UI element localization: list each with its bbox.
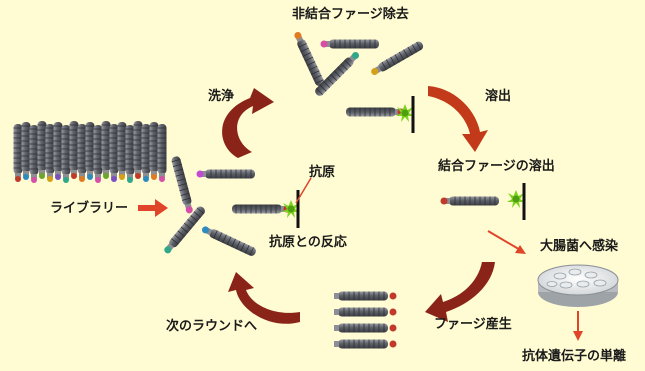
isolation-arrow bbox=[573, 311, 583, 341]
library-to-reaction-arrow bbox=[138, 199, 168, 217]
infect-ecoli-label: 大腸菌へ感染 bbox=[540, 239, 619, 254]
next-round-label: 次のラウンドへ bbox=[166, 319, 258, 334]
bound-phage-elution-label: 結合ファージの溶出 bbox=[438, 159, 555, 174]
wash-label: 洗浄 bbox=[208, 89, 235, 104]
petri-dish bbox=[537, 264, 619, 307]
remove-unbound-label: 非結合ファージ除去 bbox=[292, 7, 409, 22]
unbound-phage-group bbox=[293, 31, 426, 99]
library-label: ライブラリー bbox=[50, 201, 129, 216]
phage-library-stack bbox=[13, 120, 167, 183]
phage-reaction-group bbox=[164, 155, 291, 258]
eluted-phage bbox=[440, 183, 526, 220]
elution-arrow bbox=[428, 86, 488, 152]
produced-phage-stack bbox=[333, 291, 397, 349]
antigen-label: 抗原 bbox=[309, 165, 336, 180]
phage-production-arrow bbox=[425, 262, 495, 322]
phage-production-label: ファージ産生 bbox=[434, 317, 512, 332]
infect-arrow bbox=[487, 230, 526, 254]
bound-phage-washed bbox=[345, 96, 415, 133]
antigen-pointer-line bbox=[295, 177, 312, 204]
next-round-arrow bbox=[228, 272, 300, 324]
reaction-with-antigen-label: 抗原との反応 bbox=[269, 235, 347, 250]
antibody-gene-isolation-label: 抗体遺伝子の単離 bbox=[522, 349, 627, 364]
elution-label: 溶出 bbox=[485, 89, 512, 104]
wash-arrow bbox=[222, 88, 274, 158]
antigen-on-surface bbox=[282, 190, 300, 228]
